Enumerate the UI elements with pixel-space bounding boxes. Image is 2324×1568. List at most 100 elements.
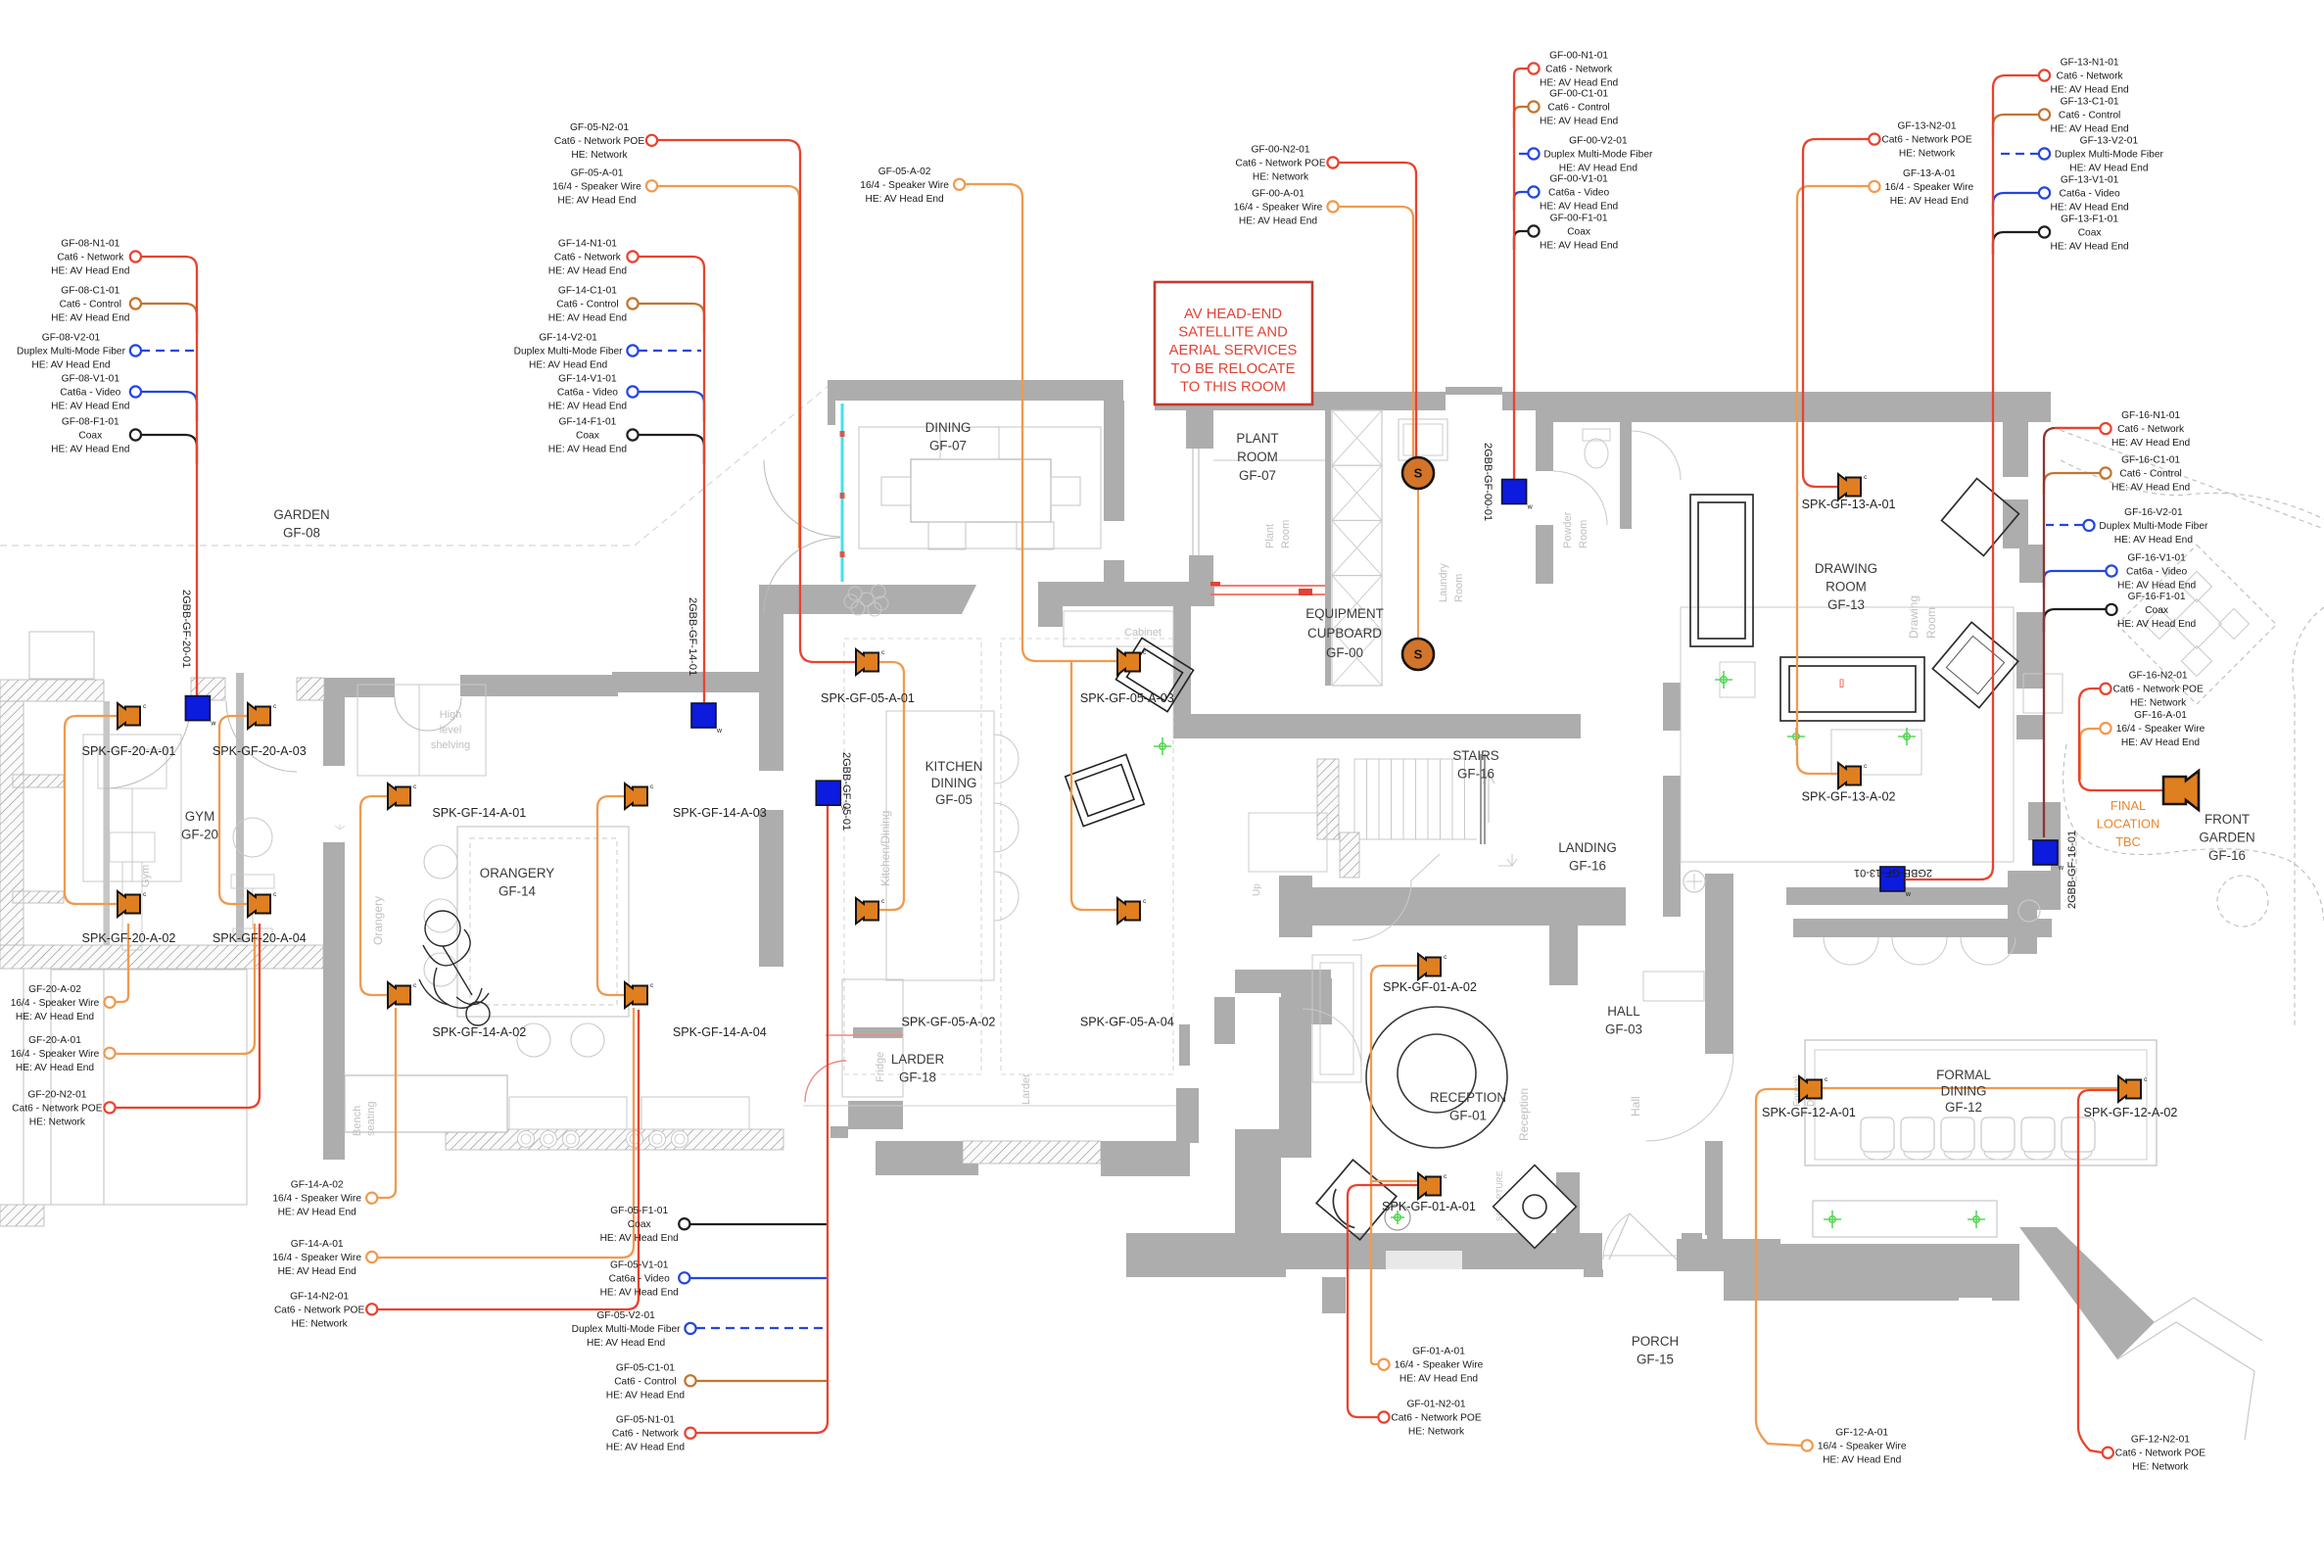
svg-text:2GBB-GF-05-01: 2GBB-GF-05-01: [840, 752, 852, 831]
svg-text:HE: AV Head End: HE: AV Head End: [557, 195, 637, 206]
svg-text:Room: Room: [1578, 520, 1589, 548]
svg-text:HE: AV Head End: HE: AV Head End: [2069, 164, 2149, 174]
svg-text:w: w: [716, 728, 723, 735]
svg-text:LOCATION: LOCATION: [2097, 817, 2159, 832]
svg-text:Cat6a - Video: Cat6a - Video: [609, 1273, 670, 1284]
svg-text:SPK-GF-05-A-01: SPK-GF-05-A-01: [821, 691, 915, 705]
svg-text:Plant: Plant: [1264, 524, 1276, 548]
svg-text:ROOM: ROOM: [1237, 450, 1278, 464]
svg-text:HE: AV Head End: HE: AV Head End: [587, 1338, 666, 1349]
svg-text:Powder: Powder: [1562, 511, 1574, 548]
svg-text:Coax: Coax: [1567, 227, 1590, 238]
svg-text:GF-20-N2-01: GF-20-N2-01: [27, 1089, 86, 1100]
svg-text:Duplex Multi-Mode Fiber: Duplex Multi-Mode Fiber: [2099, 521, 2208, 532]
svg-text:Cat6 - Network POE: Cat6 - Network POE: [1235, 159, 1325, 169]
svg-text:HE: AV Head End: HE: AV Head End: [548, 266, 628, 277]
svg-text:HE: AV Head End: HE: AV Head End: [606, 1443, 686, 1453]
svg-text:Fridge: Fridge: [875, 1052, 886, 1082]
svg-text:GF-16-V2-01: GF-16-V2-01: [2124, 507, 2183, 518]
svg-text:c: c: [143, 703, 147, 710]
svg-text:GF-08-V1-01: GF-08-V1-01: [62, 374, 120, 385]
svg-text:c: c: [1444, 954, 1447, 961]
svg-text:16/4 - Speaker Wire: 16/4 - Speaker Wire: [11, 998, 100, 1009]
svg-text:SPK-GF-13-A-01: SPK-GF-13-A-01: [1802, 498, 1896, 511]
svg-text:S: S: [1414, 466, 1423, 481]
svg-text:SPK-GF-13-A-02: SPK-GF-13-A-02: [1802, 790, 1896, 804]
svg-text:HE: AV Head End: HE: AV Head End: [278, 1208, 357, 1218]
svg-text:GYM: GYM: [185, 809, 215, 824]
svg-text:Up: Up: [1252, 883, 1262, 896]
svg-text:c: c: [273, 891, 277, 898]
svg-text:Cat6 - Control: Cat6 - Control: [614, 1376, 676, 1387]
svg-text:Cat6 - Network: Cat6 - Network: [2117, 424, 2185, 435]
svg-text:Formal: Formal: [1792, 1076, 1803, 1107]
svg-text:Duplex Multi-Mode Fiber: Duplex Multi-Mode Fiber: [514, 347, 624, 357]
svg-text:GF-07: GF-07: [929, 439, 967, 453]
svg-text:DINING: DINING: [1941, 1084, 1987, 1099]
svg-text:Duplex Multi-Mode Fiber: Duplex Multi-Mode Fiber: [572, 1324, 682, 1335]
svg-text:GF-05-C1-01: GF-05-C1-01: [616, 1362, 675, 1373]
svg-text:SPK-GF-01-A-02: SPK-GF-01-A-02: [1383, 980, 1477, 994]
svg-text:SPK-GF-05-A-03: SPK-GF-05-A-03: [1080, 691, 1174, 705]
svg-text:GF-05-A-02: GF-05-A-02: [878, 166, 931, 177]
svg-text:HE: AV Head End: HE: AV Head End: [51, 402, 130, 412]
svg-text:Room: Room: [1924, 607, 1938, 639]
svg-text:S: S: [1414, 647, 1423, 662]
svg-text:GF-14-A-02: GF-14-A-02: [291, 1180, 344, 1191]
svg-text:Cat6 - Control: Cat6 - Control: [2059, 111, 2120, 121]
svg-text:GF-16-V1-01: GF-16-V1-01: [2127, 553, 2186, 564]
svg-text:GF-15: GF-15: [1636, 1353, 1674, 1367]
svg-text:HE: Network: HE: Network: [292, 1318, 349, 1329]
svg-text:Duplex Multi-Mode Fiber: Duplex Multi-Mode Fiber: [1543, 150, 1653, 161]
svg-text:HE: AV Head End: HE: AV Head End: [2050, 242, 2129, 253]
svg-text:Coax: Coax: [628, 1219, 651, 1230]
svg-text:Cat6 - Network: Cat6 - Network: [554, 253, 622, 263]
svg-text:16/4 - Speaker Wire: 16/4 - Speaker Wire: [272, 1253, 361, 1263]
svg-text:Cat6 - Network POE: Cat6 - Network POE: [12, 1103, 102, 1114]
svg-text:HE: AV Head End: HE: AV Head End: [16, 1012, 95, 1022]
svg-text:PLANT: PLANT: [1236, 431, 1278, 446]
svg-text:GF-13-V1-01: GF-13-V1-01: [2061, 175, 2119, 186]
svg-text:HE: AV Head End: HE: AV Head End: [600, 1287, 680, 1298]
svg-text:GF-01-N2-01: GF-01-N2-01: [1406, 1400, 1465, 1410]
svg-text:Kitchen/Dining: Kitchen/Dining: [878, 811, 892, 886]
svg-text:SPK-GF-20-A-02: SPK-GF-20-A-02: [82, 931, 176, 945]
svg-text:AERIAL SERVICES: AERIAL SERVICES: [1169, 343, 1298, 358]
svg-text:c: c: [413, 784, 417, 790]
svg-text:GF-08-V2-01: GF-08-V2-01: [42, 333, 101, 344]
svg-text:FRONT: FRONT: [2205, 812, 2250, 827]
svg-text:Gym: Gym: [140, 865, 152, 887]
svg-text:HE: AV Head End: HE: AV Head End: [2117, 619, 2197, 630]
svg-text:SPK-GF-12-A-02: SPK-GF-12-A-02: [2084, 1106, 2178, 1119]
svg-text:SPK-GF-20-A-03: SPK-GF-20-A-03: [213, 744, 307, 758]
svg-text:c: c: [1825, 1076, 1828, 1083]
svg-text:c: c: [1864, 474, 1868, 481]
svg-text:Bench: Bench: [352, 1106, 363, 1136]
svg-text:Cat6 - Control: Cat6 - Control: [2119, 469, 2181, 480]
svg-text:Cat6 - Network POE: Cat6 - Network POE: [2115, 1449, 2205, 1459]
svg-text:Reception: Reception: [1517, 1088, 1531, 1141]
svg-text:SATELLITE AND: SATELLITE AND: [1178, 325, 1288, 341]
svg-text:c: c: [650, 784, 654, 790]
svg-text:HE: AV Head End: HE: AV Head End: [1239, 216, 1318, 227]
svg-text:SCULPTURE: SCULPTURE: [1494, 1170, 1504, 1221]
svg-text:16/4 - Speaker Wire: 16/4 - Speaker Wire: [1885, 182, 1974, 193]
svg-text:GF-18: GF-18: [899, 1070, 936, 1085]
svg-text:Cat6 - Control: Cat6 - Control: [60, 300, 121, 310]
svg-text:SPK-GF-01-A-01: SPK-GF-01-A-01: [1382, 1200, 1476, 1213]
svg-text:seating: seating: [365, 1102, 377, 1136]
svg-text:Hall: Hall: [1629, 1096, 1642, 1117]
svg-text:GF-08: GF-08: [283, 526, 320, 541]
svg-text:Room: Room: [1280, 520, 1292, 548]
svg-text:SPK-GF-20-A-01: SPK-GF-20-A-01: [82, 744, 176, 758]
svg-text:GF-13-A-01: GF-13-A-01: [1903, 168, 1956, 179]
svg-text:Cat6 - Network POE: Cat6 - Network POE: [2112, 685, 2203, 695]
svg-text:HE: AV Head End: HE: AV Head End: [16, 1063, 95, 1073]
svg-text:16/4 - Speaker Wire: 16/4 - Speaker Wire: [1818, 1441, 1907, 1451]
svg-text:SPK-GF-14-A-03: SPK-GF-14-A-03: [673, 806, 767, 820]
svg-text:SPK-GF-05-A-04: SPK-GF-05-A-04: [1080, 1016, 1174, 1029]
svg-text:GF-16-N1-01: GF-16-N1-01: [2121, 410, 2180, 421]
svg-text:TO BE RELOCATE: TO BE RELOCATE: [1171, 361, 1296, 377]
svg-text:TO THIS ROOM: TO THIS ROOM: [1180, 379, 1286, 395]
svg-text:c: c: [2144, 1076, 2148, 1083]
